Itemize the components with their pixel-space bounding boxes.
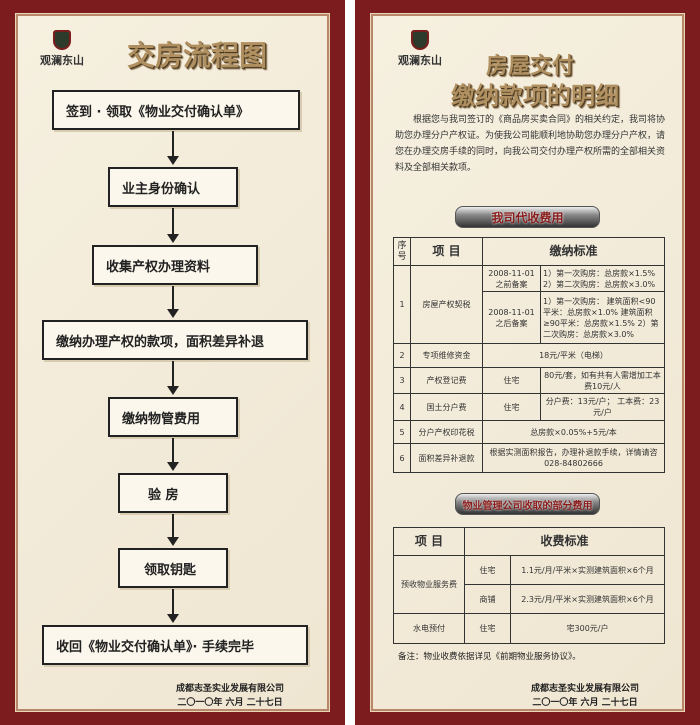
- banner-collected-fees: 我司代收费用: [455, 206, 600, 228]
- arrow-icon: [167, 131, 179, 165]
- detail-title-2: 缴纳款项的明细: [451, 81, 619, 110]
- th-std: 收费标准: [464, 527, 665, 556]
- arrow-icon: [167, 514, 179, 546]
- step-1: 签到 · 领取《物业交付确认单》: [52, 90, 300, 130]
- cell: 住宅: [482, 367, 541, 394]
- cell: 住宅: [464, 555, 511, 585]
- cell: 产权登记费: [410, 367, 483, 394]
- step-5: 缴纳物管费用: [108, 397, 238, 437]
- cell: 水电预付: [393, 613, 465, 644]
- cell: 商铺: [464, 584, 511, 614]
- cell: 根据实测面积报告，办理补退款手续，详情请咨028-84802666: [482, 443, 665, 473]
- cell: 2: [393, 343, 411, 368]
- cell: 专项维修资金: [410, 343, 483, 368]
- step-4: 缴纳办理产权的款项，面积差异补退: [42, 320, 308, 360]
- intro-text: 根据您与我司签订的《商品房买卖合同》的相关约定，我司将协助您办理分户产权证。为使…: [395, 115, 666, 173]
- cell: 1）第一次购房： 建筑面积<90平米：总房款×1.0% 建筑面积≥90平米：总房…: [540, 291, 665, 344]
- cell: 1.1元/月/平米×实测建筑面积×6个月: [510, 555, 665, 585]
- cell: 分户费：13元/户； 工本费：23元/户: [540, 393, 665, 421]
- cell: 2008-11-01 之后备案: [482, 291, 541, 344]
- logo: 观澜东山: [40, 30, 84, 68]
- cell: 预收物业服务费: [393, 555, 465, 614]
- th-item: 项 目: [410, 237, 483, 266]
- logo-shield-icon: [53, 30, 71, 50]
- arrow-icon: [167, 208, 179, 243]
- banner-property-fees: 物业管理公司收取的部分费用: [455, 493, 600, 515]
- arrow-icon: [167, 361, 179, 395]
- cell: 5: [393, 420, 411, 444]
- company-name: 成都志圣实业发展有限公司: [175, 684, 284, 694]
- cell: 1: [393, 265, 411, 344]
- cell: 2008-11-01 之前备案: [482, 265, 541, 292]
- date: 二〇一〇年 六月 二十七日: [177, 698, 283, 708]
- right-footer: 成都志圣实业发展有限公司二〇一〇年 六月 二十七日: [520, 682, 650, 710]
- arrow-icon: [167, 438, 179, 471]
- logo-text: 观澜东山: [398, 54, 442, 67]
- cell: 6: [393, 443, 411, 473]
- cell: 住宅: [464, 613, 511, 644]
- th-no: 序号: [393, 237, 411, 266]
- cell: 2.3元/月/平米×实测建筑面积×6个月: [510, 584, 665, 614]
- logo-text: 观澜东山: [40, 54, 84, 67]
- step-6: 验 房: [118, 473, 228, 513]
- left-footer: 成都志圣实业发展有限公司二〇一〇年 六月 二十七日: [165, 682, 295, 710]
- step-8: 收回《物业交付确认单》· 手续完毕: [42, 625, 308, 665]
- cell: 国土分户费: [410, 393, 483, 421]
- cell: 宅300元/户: [510, 613, 665, 644]
- date: 二〇一〇年 六月 二十七日: [532, 698, 638, 708]
- cell: 80元/套，如有共有人需增加工本费10元/人: [540, 367, 665, 394]
- company-name: 成都志圣实业发展有限公司: [530, 684, 639, 694]
- flow-title: 交房流程图: [126, 39, 267, 72]
- cell: 3: [393, 367, 411, 394]
- cell: 分户产权印花税: [410, 420, 483, 444]
- cell: 总房款×0.05%+5元/本: [482, 420, 665, 444]
- th-item: 项 目: [393, 527, 465, 556]
- note: 备注：物业收费依据详见《前期物业服务协议》。: [398, 652, 581, 662]
- detail-title-1: 房屋交付: [485, 53, 574, 79]
- cell: 4: [393, 393, 411, 421]
- arrow-icon: [167, 589, 179, 623]
- cell: 面积差异补退款: [410, 443, 483, 473]
- logo: 观澜东山: [398, 30, 442, 68]
- cell: 18元/平米（电梯）: [482, 343, 665, 368]
- th-std: 缴纳标准: [482, 237, 665, 266]
- cell: 住宅: [482, 393, 541, 421]
- logo-shield-icon: [411, 30, 429, 50]
- cell: 1）第一次购房：总房款×1.5% 2）第二次购房：总房款×3.0%: [540, 265, 665, 292]
- cell: 房屋产权契税: [410, 265, 483, 344]
- step-3: 收集产权办理资料: [92, 245, 258, 285]
- step-7: 领取钥匙: [118, 548, 228, 588]
- arrow-icon: [167, 286, 179, 318]
- step-2: 业主身份确认: [108, 167, 238, 207]
